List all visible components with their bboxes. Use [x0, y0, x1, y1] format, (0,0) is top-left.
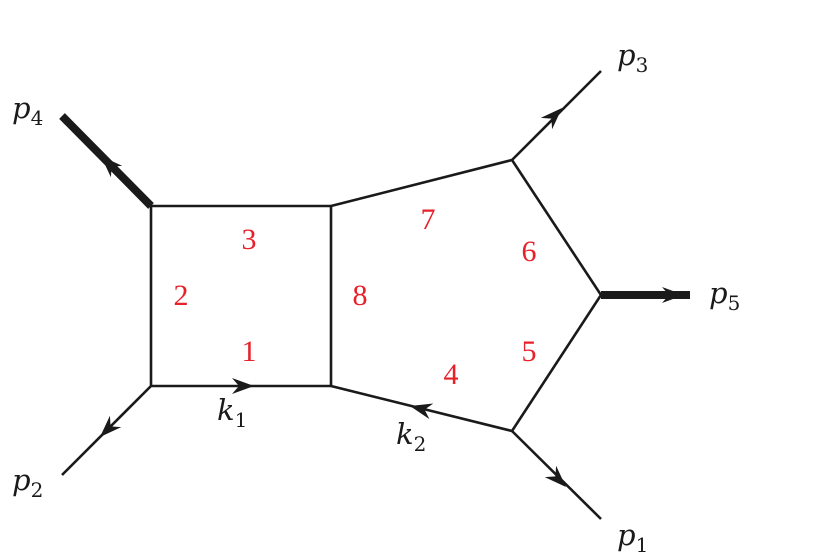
arrow-p1-head-icon: [544, 465, 566, 487]
label-p3: p3: [617, 38, 648, 77]
arrow-k2-head-icon: [410, 403, 434, 420]
arrow-p3-head-icon: [540, 108, 562, 130]
arrow-p5-head-icon: [662, 287, 684, 303]
arrow-p2-head-icon: [100, 415, 122, 437]
arrow-p4-head-icon: [101, 156, 123, 178]
arrow-k1-head-icon: [232, 378, 254, 394]
propagator-label-4: 4: [444, 358, 459, 391]
propagator-label-3: 3: [242, 223, 257, 256]
label-p5: p5: [709, 276, 740, 315]
propagator-label-8: 8: [353, 279, 368, 312]
propagator-label-7: 7: [421, 203, 436, 236]
propagator-label-2: 2: [174, 279, 189, 312]
label-p2: p2: [12, 463, 43, 502]
propagator-label-6: 6: [522, 235, 537, 268]
propagator-label-1: 1: [242, 335, 257, 368]
label-k2: k2: [396, 417, 426, 456]
propagator-label-5: 5: [522, 335, 537, 368]
label-k1: k1: [217, 393, 247, 432]
label-p4: p4: [12, 91, 43, 130]
pentagon-loop: [330, 158, 603, 433]
label-p1: p1: [617, 518, 648, 557]
